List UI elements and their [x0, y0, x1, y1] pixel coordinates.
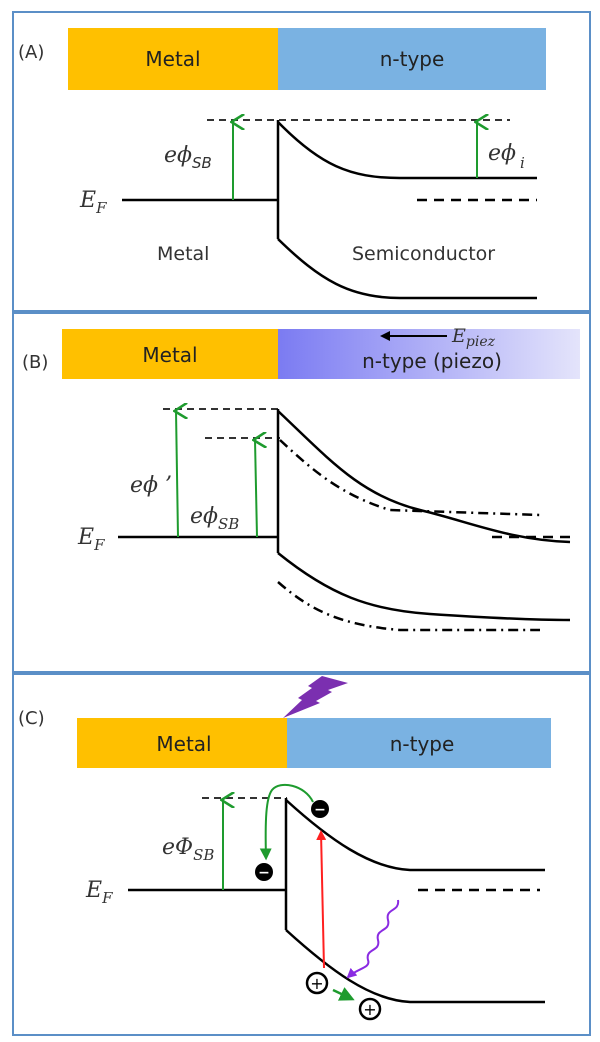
n-type-bar-label: n-type: [390, 732, 455, 756]
hole-drifted: +: [358, 997, 382, 1021]
panel-c: (C) Metal n-type eΦSB EF −: [12, 673, 591, 1036]
metal-bar: [62, 329, 278, 379]
hole-transfer-arrow: [332, 987, 355, 1001]
conduction-band-curve: [277, 121, 537, 180]
valence-band-piezo-curve: [277, 552, 571, 622]
panel-c-frame: [12, 673, 591, 1036]
lightning-bolt-icon: [283, 676, 348, 718]
photon-wave-arrow: [346, 899, 400, 979]
electron-transfer-arrow: [259, 783, 314, 861]
metal-bar-label: Metal: [142, 343, 197, 367]
electron-in-cb: −: [311, 800, 329, 818]
svg-text:−: −: [258, 865, 270, 881]
panel-a-label: (A): [18, 42, 44, 63]
metal-bar-label: Metal: [145, 47, 200, 71]
conduction-band-piezo-curve: [277, 410, 571, 544]
svg-text:+: +: [363, 1000, 376, 1019]
modified-barrier-label: eϕ ’: [130, 473, 172, 498]
panel-b: (B) Metal n-type (piezo) Epiez eϕ ’ eϕSB…: [12, 312, 591, 673]
barrier-height-label: eΦSB: [162, 835, 214, 864]
n-type-bar: [287, 718, 551, 768]
fermi-level-label: EF: [79, 188, 107, 217]
barrier-height-arrow: [255, 440, 257, 538]
n-type-piezo-bar: [278, 329, 580, 379]
valence-band-curve: [285, 929, 545, 1004]
barrier-height-label: eϕSB: [164, 143, 212, 172]
excitation-arrow: [316, 830, 327, 969]
panel-b-label: (B): [22, 352, 48, 373]
panel-b-frame: [12, 312, 591, 673]
fermi-level-label: EF: [77, 525, 105, 554]
n-type-bar: [278, 28, 546, 90]
n-type-piezo-bar-label: n-type (piezo): [362, 349, 502, 373]
n-type-bar-label: n-type: [380, 47, 445, 71]
conduction-band-curve: [285, 799, 545, 872]
metal-region-label: Metal: [157, 243, 209, 265]
svg-text:−: −: [314, 802, 326, 818]
metal-bar: [77, 718, 287, 768]
metal-bar: [68, 28, 278, 90]
svg-text:+: +: [310, 974, 323, 993]
valence-band-original-curve: [277, 581, 540, 632]
hole-at-vb: +: [305, 971, 329, 995]
metal-bar-label: Metal: [156, 732, 211, 756]
piezo-field-label: Epiez: [451, 325, 496, 350]
conduction-band-original-curve: [279, 439, 541, 517]
valence-band-curve: [277, 238, 537, 300]
fermi-level-label: EF: [85, 878, 113, 907]
electron-in-metal: −: [255, 863, 273, 881]
panel-a-frame: [12, 11, 591, 312]
semiconductor-region-label: Semiconductor: [352, 243, 495, 265]
panel-c-label: (C): [18, 708, 45, 729]
barrier-height-label: eϕSB: [190, 504, 239, 533]
modified-barrier-arrow: [176, 411, 178, 538]
